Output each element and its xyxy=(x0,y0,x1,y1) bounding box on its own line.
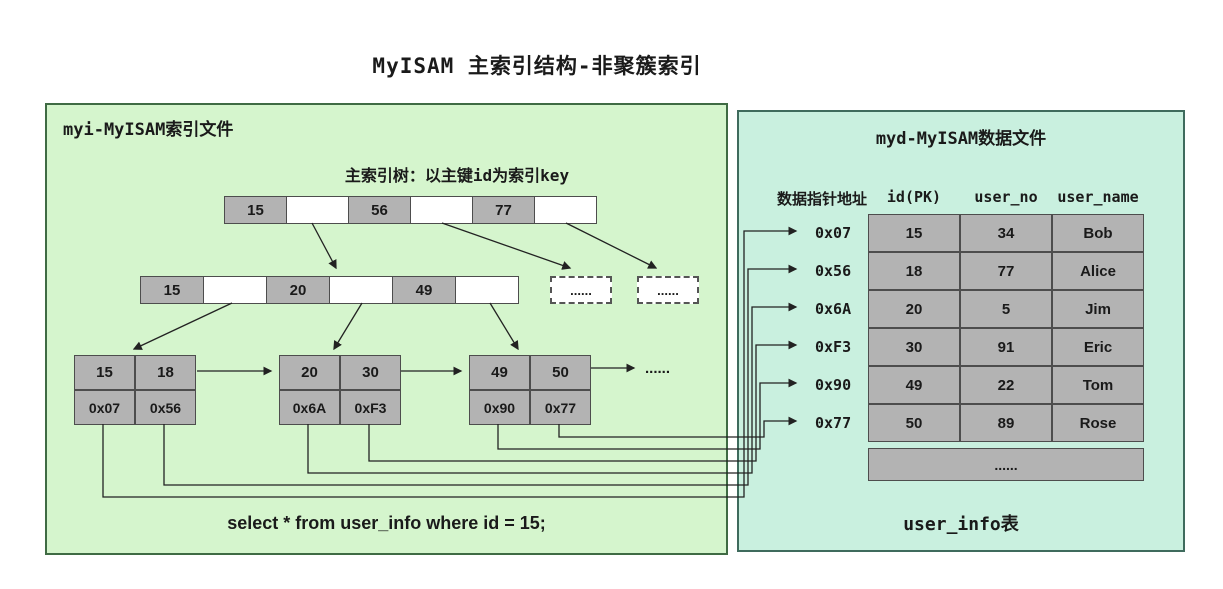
index-panel-title: myi-MyISAM索引文件 xyxy=(63,120,234,140)
btree-ellipsis-node: ...... xyxy=(550,276,612,304)
leaf-key-cell: 15 xyxy=(74,355,135,390)
btree-pointer-cell xyxy=(534,196,597,224)
table-cell: Tom xyxy=(1052,366,1144,404)
btree-pointer-cell xyxy=(329,276,393,304)
table-cell: 22 xyxy=(960,366,1052,404)
table-cell: 89 xyxy=(960,404,1052,442)
table-cell: Rose xyxy=(1052,404,1144,442)
btree-key-cell: 15 xyxy=(140,276,204,304)
pointer-address-label: 0x6A xyxy=(815,300,852,318)
pointer-address-label: 0x90 xyxy=(815,376,852,394)
table-cell: 77 xyxy=(960,252,1052,290)
btree-ellipsis-node: ...... xyxy=(637,276,699,304)
btree-internal-node: 15 20 49 xyxy=(140,276,519,304)
leaf-key-cell: 18 xyxy=(135,355,196,390)
btree-leaf-block: 49 50 0x90 0x77 xyxy=(469,355,591,425)
column-header-user-name: user_name xyxy=(1057,188,1139,206)
pointer-address-label: 0x07 xyxy=(815,224,852,242)
data-panel-title: myd-MyISAM数据文件 xyxy=(875,129,1047,149)
table-cell: 30 xyxy=(868,328,960,366)
tree-caption: 主索引树：以主键id为索引key xyxy=(344,166,570,185)
table-name-label: user_info表 xyxy=(903,514,1019,535)
pointer-address-label: 0x56 xyxy=(815,262,852,280)
leaf-key-cell: 49 xyxy=(469,355,530,390)
table-cell: Jim xyxy=(1052,290,1144,328)
leaf-pointer-cell: 0x56 xyxy=(135,390,196,425)
table-cell: Bob xyxy=(1052,214,1144,252)
pointer-address-label: 0x77 xyxy=(815,414,852,432)
btree-pointer-cell xyxy=(410,196,473,224)
table-cell: 15 xyxy=(868,214,960,252)
sql-query-text: select * from user_info where id = 15; xyxy=(227,513,546,533)
user-info-table: 15 34 Bob 18 77 Alice 20 5 Jim 30 91 Eri… xyxy=(868,214,1144,442)
btree-key-cell: 15 xyxy=(224,196,287,224)
btree-pointer-cell xyxy=(455,276,519,304)
pointer-column-header: 数据指针地址 xyxy=(777,190,868,208)
data-file-panel: myd-MyISAM数据文件 数据指针地址 id(PK) user_no use… xyxy=(737,110,1185,552)
table-cell: Eric xyxy=(1052,328,1144,366)
btree-key-cell: 77 xyxy=(472,196,535,224)
table-cell: 91 xyxy=(960,328,1052,366)
table-cell: 5 xyxy=(960,290,1052,328)
table-cell: 50 xyxy=(868,404,960,442)
leaf-key-cell: 50 xyxy=(530,355,591,390)
btree-leaf-block: 15 18 0x07 0x56 xyxy=(74,355,196,425)
leaf-pointer-cell: 0x6A xyxy=(279,390,340,425)
leaf-continuation-ellipsis: ...... xyxy=(645,360,671,377)
leaf-pointer-cell: 0x90 xyxy=(469,390,530,425)
leaf-key-cell: 20 xyxy=(279,355,340,390)
leaf-pointer-cell: 0x07 xyxy=(74,390,135,425)
pointer-address-label: 0xF3 xyxy=(815,338,852,356)
index-file-panel: myi-MyISAM索引文件 主索引树：以主键id为索引key 15 56 77… xyxy=(45,103,728,555)
table-cell: 20 xyxy=(868,290,960,328)
btree-key-cell: 49 xyxy=(392,276,456,304)
btree-root-node: 15 56 77 xyxy=(224,196,597,224)
table-cell: 49 xyxy=(868,366,960,404)
leaf-pointer-cell: 0xF3 xyxy=(340,390,401,425)
table-cell: 34 xyxy=(960,214,1052,252)
diagram-title: MyISAM 主索引结构-非聚簇索引 xyxy=(372,54,702,78)
btree-key-cell: 20 xyxy=(266,276,330,304)
leaf-key-cell: 30 xyxy=(340,355,401,390)
btree-key-cell: 56 xyxy=(348,196,411,224)
column-header-id: id(PK) xyxy=(886,188,942,206)
column-header-user-no: user_no xyxy=(974,188,1038,206)
table-more-row: ...... xyxy=(868,448,1144,481)
btree-leaf-block: 20 30 0x6A 0xF3 xyxy=(279,355,401,425)
leaf-pointer-cell: 0x77 xyxy=(530,390,591,425)
table-cell: Alice xyxy=(1052,252,1144,290)
btree-pointer-cell xyxy=(286,196,349,224)
table-cell: 18 xyxy=(868,252,960,290)
btree-pointer-cell xyxy=(203,276,267,304)
